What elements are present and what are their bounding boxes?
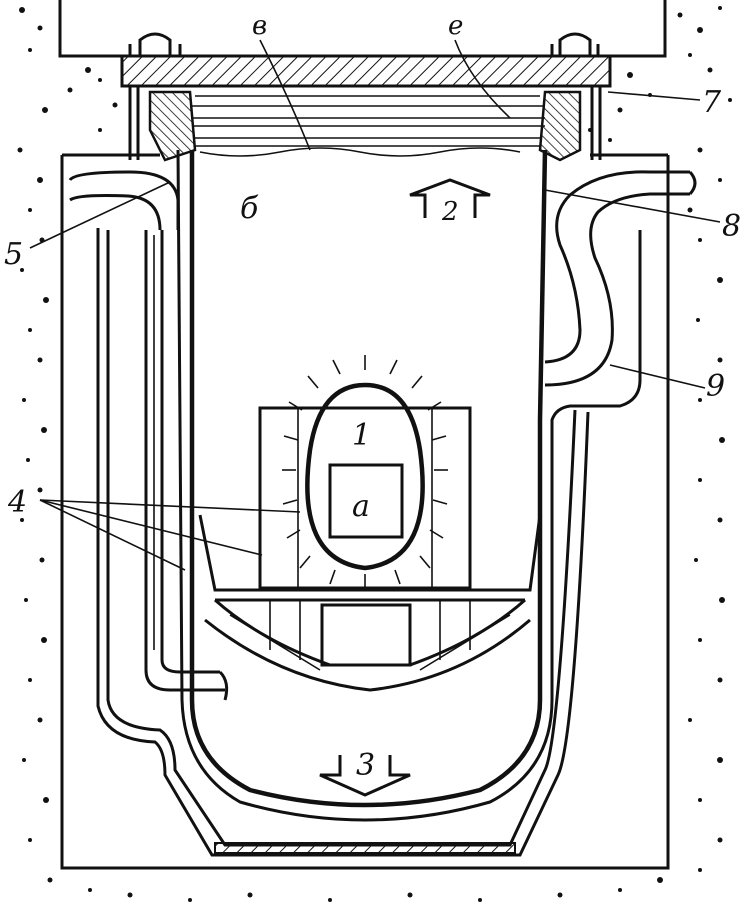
label-top-v: в — [252, 11, 267, 41]
label-core: 1 — [352, 418, 371, 453]
top-cover — [120, 32, 612, 160]
main-vessel — [96, 149, 642, 857]
label-top-e: е — [448, 11, 463, 41]
label-right-inlet: 8 — [722, 209, 741, 244]
label-cap: 7 — [702, 85, 722, 120]
label-core-inner: а — [352, 489, 370, 524]
diagram-labels: 1 а б в е 2 3 4 5 7 8 9 — [4, 11, 741, 783]
right-loop-pipe — [544, 170, 697, 387]
label-loop: 9 — [706, 369, 725, 404]
leader-lines — [29, 39, 721, 571]
flow-arrow-down — [319, 755, 411, 797]
label-left-pipe: 5 — [4, 237, 23, 272]
core-assembly — [258, 355, 472, 590]
left-pipe — [68, 170, 229, 701]
top-plug-layers — [192, 95, 545, 157]
label-flow-up: 2 — [441, 197, 459, 227]
label-tubes: 4 — [7, 485, 27, 520]
flow-arrow-up — [409, 178, 491, 218]
label-flow-down: 3 — [356, 748, 375, 783]
core-support — [198, 514, 542, 692]
label-space-b: б — [240, 191, 259, 226]
seal-rings — [148, 90, 582, 162]
